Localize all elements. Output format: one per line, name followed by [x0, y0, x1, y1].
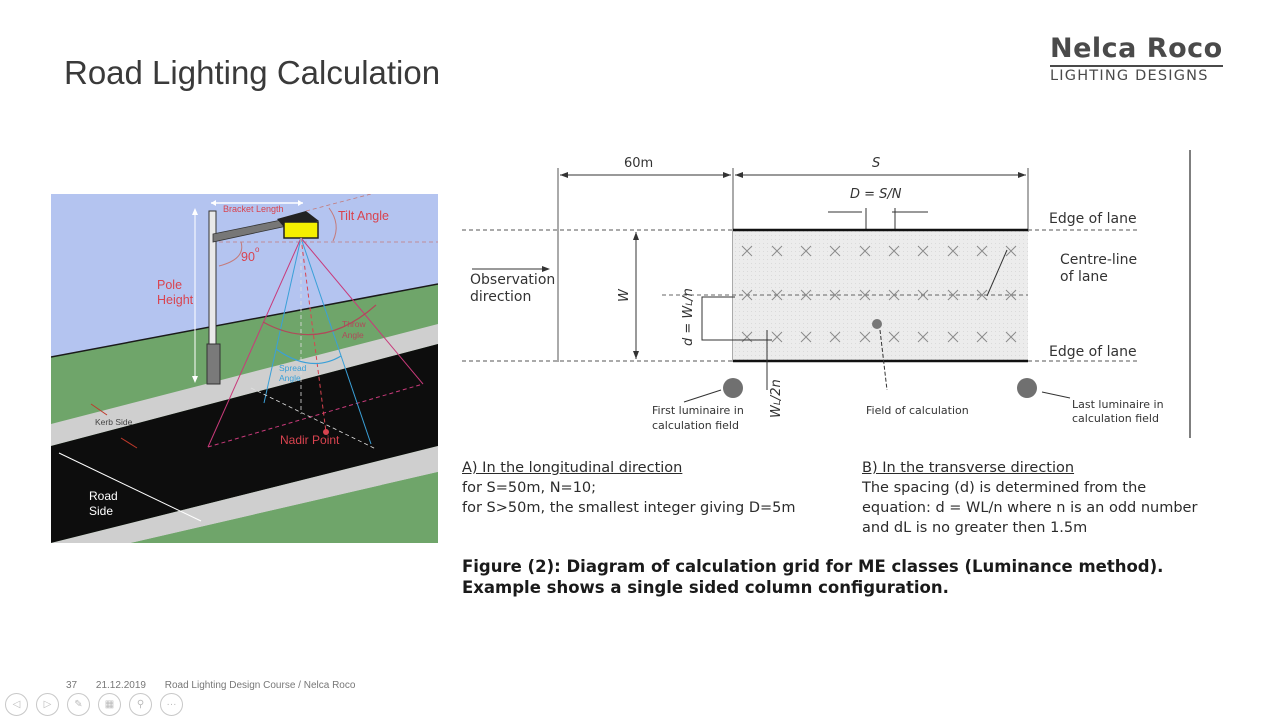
svg-text:Tilt Angle: Tilt Angle	[338, 209, 389, 223]
logo-divider	[1050, 65, 1223, 67]
transverse-line-1: The spacing (d) is determined from the	[862, 480, 1147, 496]
slide-title: Road Lighting Calculation	[64, 54, 441, 91]
pen-tool-button[interactable]: ✎	[67, 693, 90, 716]
caption-line-2: Example shows a single sided column conf…	[462, 578, 949, 597]
svg-text:Nadir Point: Nadir Point	[280, 433, 340, 447]
longitudinal-line-1: for S=50m, N=10;	[462, 480, 597, 496]
svg-text:Road: Road	[89, 489, 118, 503]
svg-text:calculation field: calculation field	[652, 419, 739, 432]
svg-text:Angle: Angle	[279, 373, 301, 383]
svg-text:direction: direction	[470, 289, 531, 305]
longitudinal-line-2: for S>50m, the smallest integer giving D…	[462, 500, 796, 516]
svg-text:Edge of lane: Edge of lane	[1049, 344, 1137, 360]
svg-text:Centre-line: Centre-line	[1060, 252, 1137, 268]
svg-text:d = WL/n: d = WL/n	[681, 288, 696, 346]
longitudinal-heading: A) In the longitudinal direction	[462, 460, 683, 476]
caption-line-1: Figure (2): Diagram of calculation grid …	[462, 557, 1164, 576]
slide-footer: 37 21.12.2019 Road Lighting Design Cours…	[66, 680, 371, 691]
svg-text:Edge of lane: Edge of lane	[1049, 211, 1137, 227]
svg-text:WL/2n: WL/2n	[769, 379, 784, 418]
zoom-button[interactable]: ⚲	[129, 693, 152, 716]
svg-text:Height: Height	[157, 293, 194, 307]
longitudinal-notes: A) In the longitudinal direction for S=5…	[462, 458, 796, 518]
logo-name: Nelca Roco	[1050, 33, 1223, 64]
company-logo: Nelca Roco LIGHTING DESIGNS	[1050, 34, 1225, 85]
course-name: Road Lighting Design Course / Nelca Roco	[164, 680, 356, 691]
more-options-button[interactable]: ···	[160, 693, 183, 716]
logo-subtitle: LIGHTING DESIGNS	[1050, 68, 1209, 84]
svg-text:o: o	[255, 245, 260, 254]
pen-icon: ✎	[74, 699, 83, 710]
svg-text:Spread: Spread	[279, 363, 307, 373]
svg-text:Bracket Length: Bracket Length	[223, 204, 284, 214]
figure-caption: Figure (2): Diagram of calculation grid …	[462, 556, 1163, 598]
svg-text:Pole: Pole	[157, 278, 182, 292]
svg-text:S: S	[872, 156, 880, 171]
svg-text:Last luminaire in: Last luminaire in	[1072, 398, 1164, 411]
triangle-right-icon: ▷	[43, 699, 52, 710]
svg-text:D = S/N: D = S/N	[850, 187, 902, 202]
transverse-notes: B) In the transverse direction The spaci…	[862, 458, 1197, 538]
svg-text:Observation: Observation	[470, 272, 555, 288]
transverse-line-3: and dL is no greater then 1.5m	[862, 520, 1088, 536]
svg-text:Angle: Angle	[342, 330, 364, 340]
next-slide-button[interactable]: ▷	[36, 693, 59, 716]
svg-text:90: 90	[241, 250, 255, 264]
svg-text:calculation field: calculation field	[1072, 412, 1159, 425]
transverse-line-2: equation: d = WL/n where n is an odd num…	[862, 500, 1198, 516]
calculation-grid-diagram: 60m S D = S/N Edge of lane Edge of lane …	[462, 150, 1191, 438]
ellipsis-icon: ···	[166, 699, 177, 710]
svg-text:First luminaire in: First luminaire in	[652, 404, 744, 417]
transverse-heading: B) In the transverse direction	[862, 460, 1075, 476]
slide-sorter-button[interactable]: ▦	[98, 693, 121, 716]
road-lighting-illustration: Bracket Length Tilt Angle 90 o Pole Heig…	[51, 194, 438, 543]
svg-text:Field of calculation: Field of calculation	[866, 404, 969, 417]
svg-text:60m: 60m	[624, 156, 653, 171]
slide-number: 37	[66, 680, 78, 691]
svg-text:Side: Side	[89, 504, 113, 518]
slides-grid-icon: ▦	[104, 699, 115, 710]
svg-text:Throw: Throw	[342, 319, 366, 329]
svg-text:W: W	[617, 288, 632, 302]
magnifier-icon: ⚲	[136, 699, 145, 710]
svg-text:Kerb Side: Kerb Side	[95, 417, 133, 427]
triangle-left-icon: ◁	[12, 699, 21, 710]
presentation-controls: ◁ ▷ ✎ ▦ ⚲ ···	[5, 693, 183, 716]
svg-text:of lane: of lane	[1060, 269, 1108, 285]
slide-date: 21.12.2019	[95, 680, 146, 691]
previous-slide-button[interactable]: ◁	[5, 693, 28, 716]
